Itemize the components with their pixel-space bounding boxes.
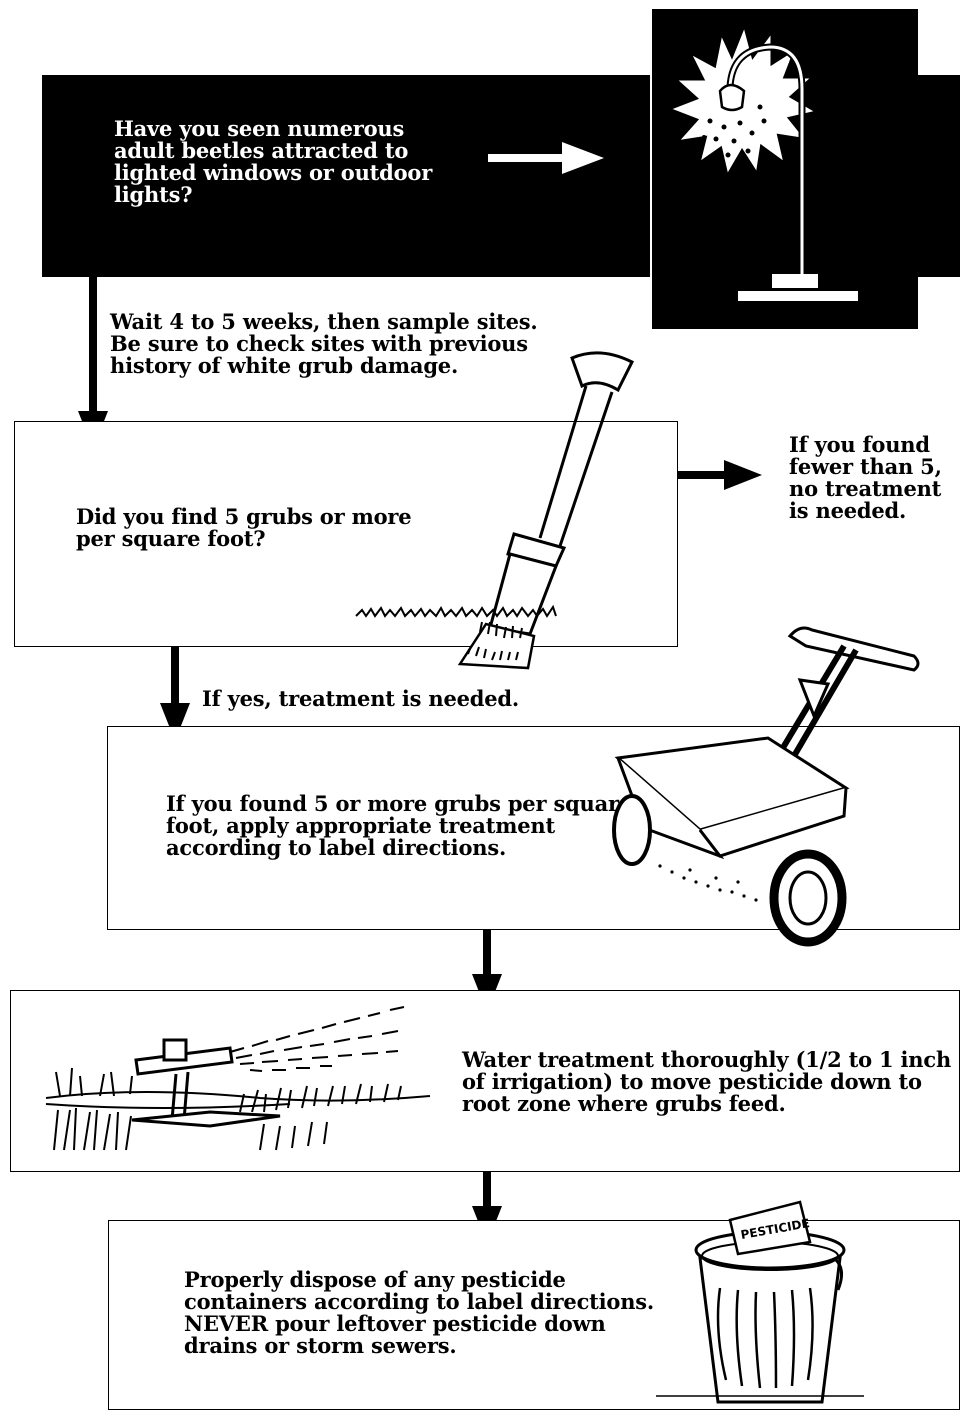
yes-note: If yes, treatment is needed. [202, 688, 562, 710]
sprinkler-icon [40, 1000, 440, 1160]
header-banner-right-edge [918, 75, 960, 277]
arrow-right-icon [488, 140, 608, 180]
spreader-icon [600, 620, 930, 950]
treatment-text: If you found 5 or more grubs per square … [166, 793, 606, 859]
no-treatment-note: If you found fewer than 5, no treatment … [789, 434, 959, 522]
water-text: Water treatment thoroughly (1/2 to 1 inc… [462, 1049, 952, 1115]
header-question: Have you seen numerous adult beetles att… [114, 118, 474, 206]
dispose-text: Properly dispose of any pesticide contai… [184, 1269, 624, 1357]
street-lamp-icon [652, 9, 918, 329]
trash-can-icon: PESTICIDE [650, 1190, 880, 1414]
arrow-right-icon [678, 458, 764, 492]
